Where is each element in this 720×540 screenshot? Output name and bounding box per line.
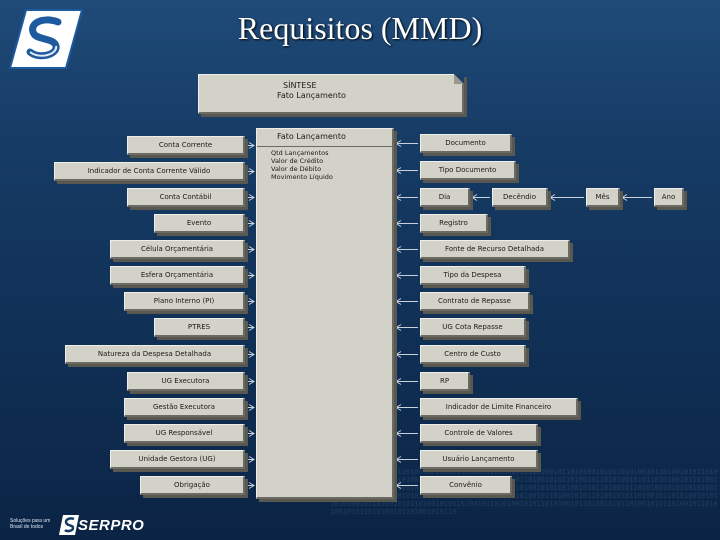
fact-attribute: Qtd Lançamentos — [271, 149, 329, 157]
arrowhead-icon — [248, 324, 255, 331]
dimension-right: Convênio — [420, 476, 512, 495]
footer-logo: SERPRO — [58, 512, 144, 538]
dimension-right: UG Cota Repasse — [420, 318, 526, 337]
arrowhead-icon — [248, 404, 255, 411]
dimension-right: Indicador de Limite Financeiro — [420, 398, 578, 417]
fact-table: Fato Lançamento Qtd Lançamentos Valor de… — [256, 128, 394, 499]
footer-brand: SERPRO — [78, 516, 145, 534]
arrowhead-icon — [395, 194, 402, 201]
arrowhead-icon — [248, 246, 255, 253]
fact-table-title: Fato Lançamento — [257, 129, 392, 147]
arrowhead-icon — [395, 140, 402, 147]
date-level-box: Decêndio — [492, 188, 548, 207]
dimension-right: Tipo Documento — [420, 161, 516, 180]
folded-corner-icon — [454, 74, 464, 84]
dimension-right: Usuário Lançamento — [420, 450, 538, 469]
dimension-left: UG Responsável — [124, 424, 245, 443]
arrowhead-icon — [395, 378, 402, 385]
arrowhead-icon — [248, 430, 255, 437]
arrowhead-icon — [248, 378, 255, 385]
slide-title: Requisitos (MMD) — [237, 10, 483, 46]
dimension-left: UG Executora — [127, 372, 245, 391]
fact-attributes: Qtd Lançamentos Valor de Crédito Valor d… — [257, 147, 392, 181]
dimension-left: Gestão Executora — [124, 398, 245, 417]
arrowhead-icon — [395, 167, 402, 174]
date-level-box: Mês — [586, 188, 620, 207]
fact-attribute: Movimento Líquido — [271, 173, 333, 181]
dimension-right: RP — [420, 372, 470, 391]
dimension-right: Centro de Custo — [420, 345, 526, 364]
dimension-right: Documento — [420, 134, 512, 153]
arrowhead-icon — [248, 220, 255, 227]
arrowhead-icon — [395, 456, 402, 463]
arrowhead-icon — [248, 194, 255, 201]
arrowhead-icon — [248, 168, 255, 175]
dimension-left: Célula Orçamentária — [110, 240, 245, 259]
arrowhead-icon — [248, 456, 255, 463]
date-level-box: Ano — [654, 188, 684, 207]
dimension-right: Controle de Valores — [420, 424, 538, 443]
dimension-left: Conta Contábil — [127, 188, 245, 207]
dimension-right: Contrato de Repasse — [420, 292, 530, 311]
dimension-left: Plano Interno (PI) — [124, 292, 245, 311]
arrowhead-icon — [549, 194, 556, 201]
arrowhead-icon — [471, 194, 478, 201]
arrowhead-icon — [395, 482, 402, 489]
arrowhead-icon — [395, 272, 402, 279]
arrowhead-icon — [395, 298, 402, 305]
dimension-right: Tipo da Despesa — [420, 266, 526, 285]
arrowhead-icon — [248, 298, 255, 305]
dimension-left: Evento — [154, 214, 245, 233]
arrowhead-icon — [248, 272, 255, 279]
arrowhead-icon — [395, 246, 402, 253]
dimension-right: Dia — [420, 188, 470, 207]
arrowhead-icon — [248, 351, 255, 358]
dimension-left: Unidade Gestora (UG) — [110, 450, 245, 469]
arrowhead-icon — [248, 482, 255, 489]
serpro-mark-icon — [59, 515, 79, 535]
arrowhead-icon — [395, 220, 402, 227]
dimension-left: Indicador de Conta Corrente Válido — [54, 162, 245, 181]
dimension-right: Fonte de Recurso Detalhada — [420, 240, 570, 259]
arrowhead-icon — [621, 194, 628, 201]
arrowhead-icon — [395, 430, 402, 437]
fact-attribute: Valor de Crédito — [271, 157, 324, 165]
footer-tagline: Soluções para um Brasil de todos — [10, 518, 51, 530]
dimension-right: Registro — [420, 214, 488, 233]
serpro-logo — [8, 9, 84, 69]
binary-background: 0110001011001010110100100101101010010110… — [330, 468, 718, 516]
dimension-left: Conta Corrente — [127, 136, 245, 155]
fact-attribute: Valor de Débito — [271, 165, 322, 173]
dimension-left: Natureza da Despesa Detalhada — [65, 345, 245, 364]
arrowhead-icon — [395, 324, 402, 331]
arrowhead-icon — [248, 142, 255, 149]
arrowhead-icon — [395, 404, 402, 411]
dimension-left: Obrigação — [140, 476, 245, 495]
synthesis-label: SÍNTESE — [283, 81, 317, 90]
synthesis-fact-name: Fato Lançamento — [277, 91, 346, 100]
arrowhead-icon — [395, 351, 402, 358]
synthesis-box: SÍNTESE Fato Lançamento — [198, 74, 464, 114]
dimension-left: PTRES — [154, 318, 245, 337]
dimension-left: Esfera Orçamentária — [110, 266, 245, 285]
